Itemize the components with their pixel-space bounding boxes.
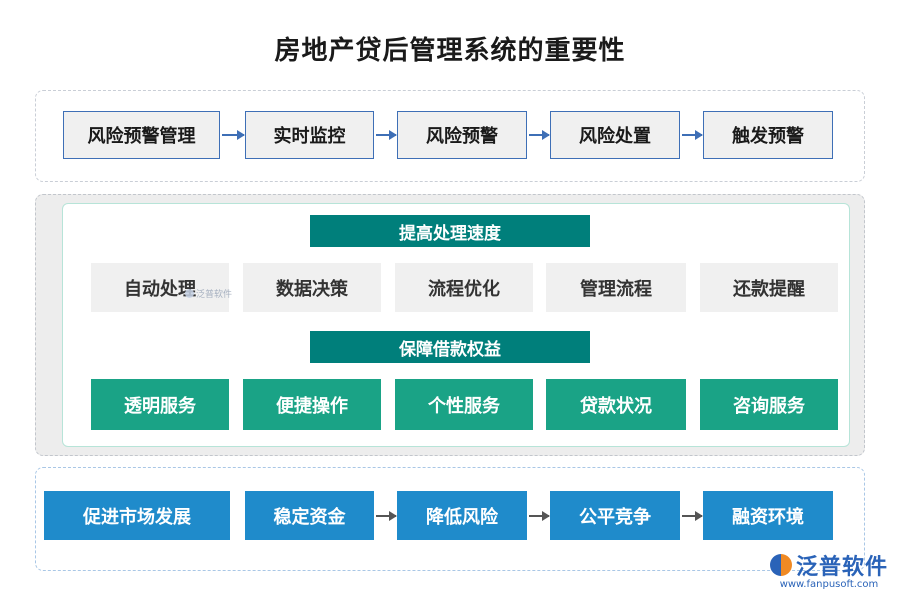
bottom-flow-step: 稳定资金 bbox=[245, 491, 374, 540]
rights-tile: 贷款状况 bbox=[546, 379, 686, 430]
top-flow-step: 风险预警管理 bbox=[63, 111, 220, 159]
logo-url: www.fanpusoft.com bbox=[779, 579, 879, 590]
rights-tile: 个性服务 bbox=[395, 379, 533, 430]
speed-tile: 流程优化 bbox=[395, 263, 533, 312]
section-header: 保障借款权益 bbox=[310, 331, 590, 363]
page-title: 房地产贷后管理系统的重要性 bbox=[274, 36, 626, 66]
logo-name: 泛普软件 bbox=[795, 555, 888, 580]
top-flow-step: 风险预警 bbox=[397, 111, 527, 159]
brand-logo: 泛普软件 www.fanpusoft.com bbox=[769, 549, 888, 590]
speed-tile: 自动处理 bbox=[91, 263, 229, 312]
arrow-right-icon bbox=[529, 511, 550, 521]
watermark: 泛普软件 bbox=[185, 287, 232, 300]
speed-tile: 还款提醒 bbox=[700, 263, 838, 312]
watermark-text: 泛普软件 bbox=[196, 290, 233, 300]
fanpu-logo-icon bbox=[769, 554, 792, 576]
arrow-right-icon bbox=[222, 130, 245, 140]
rights-tile: 透明服务 bbox=[91, 379, 229, 430]
bottom-flow-step: 公平竞争 bbox=[550, 491, 680, 540]
bottom-flow-step: 融资环境 bbox=[703, 491, 833, 540]
section-header: 提高处理速度 bbox=[310, 215, 590, 247]
arrow-right-icon bbox=[376, 130, 397, 140]
bottom-flow-step: 促进市场发展 bbox=[44, 491, 230, 540]
rights-tile: 便捷操作 bbox=[243, 379, 381, 430]
rights-tile: 咨询服务 bbox=[700, 379, 838, 430]
arrow-right-icon bbox=[376, 511, 397, 521]
arrow-right-icon bbox=[682, 511, 703, 521]
watermark-logo-icon bbox=[185, 289, 194, 298]
top-flow-step: 触发预警 bbox=[703, 111, 833, 159]
speed-tile: 数据决策 bbox=[243, 263, 381, 312]
speed-tile: 管理流程 bbox=[546, 263, 686, 312]
arrow-right-icon bbox=[682, 130, 703, 140]
bottom-flow-step: 降低风险 bbox=[397, 491, 527, 540]
top-flow-step: 风险处置 bbox=[550, 111, 680, 159]
top-flow-step: 实时监控 bbox=[245, 111, 374, 159]
arrow-right-icon bbox=[529, 130, 550, 140]
